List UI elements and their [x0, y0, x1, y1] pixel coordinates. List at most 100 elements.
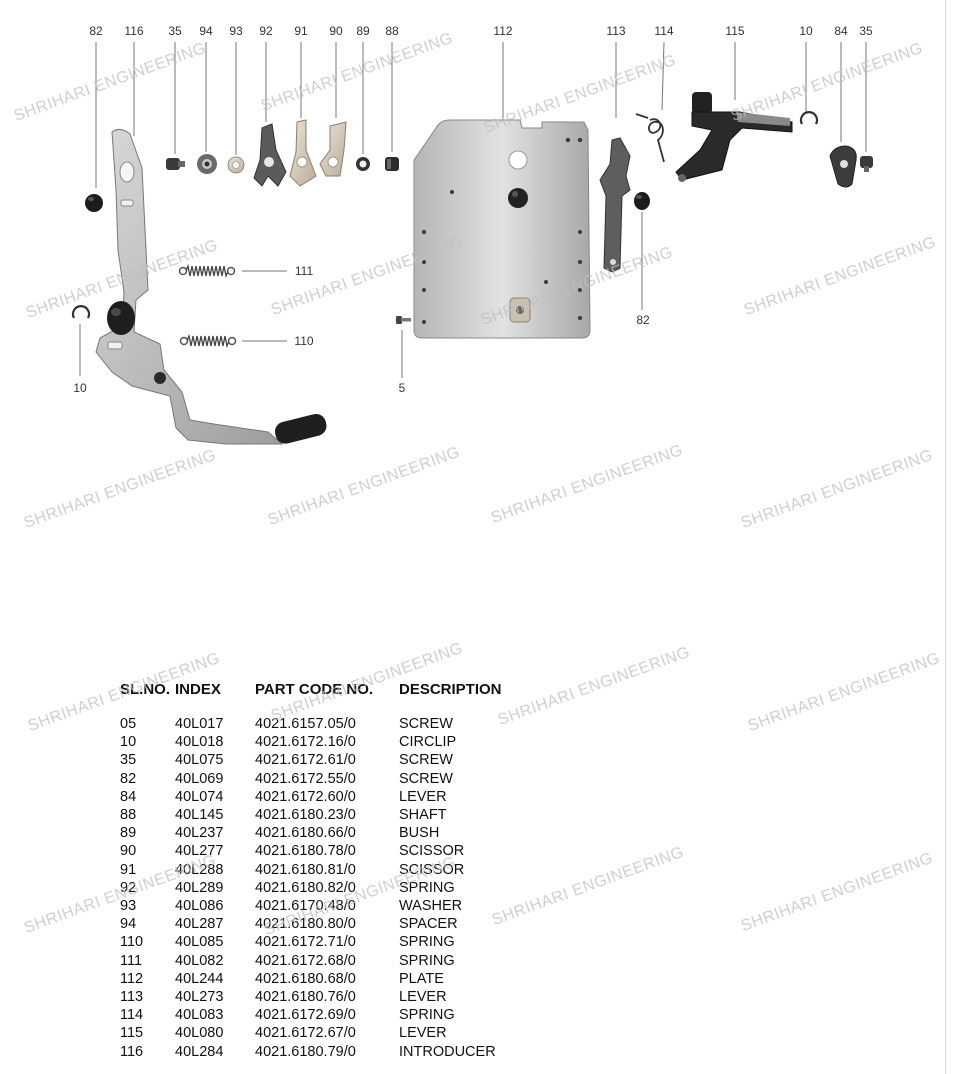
cell-index: 40L018: [175, 734, 224, 751]
header-index: INDEX: [175, 681, 221, 698]
part-92-spring: [253, 123, 287, 187]
cell-code: 4021.6180.68/0: [255, 970, 356, 987]
callout-5: 5: [398, 381, 406, 395]
part-91-scissor: [289, 119, 317, 187]
cell-code: 4021.6180.82/0: [255, 879, 356, 896]
callout-10-left: 10: [73, 381, 87, 395]
cell-sl: 94: [120, 916, 137, 933]
part-35-screw-left: [166, 158, 185, 170]
cell-code: 4021.6172.68/0: [255, 952, 356, 969]
cell-code: 4021.6180.23/0: [255, 807, 356, 823]
header-description: DESCRIPTION: [399, 681, 502, 698]
cell-sl: 10: [120, 734, 137, 751]
part-82-screw-right: [634, 192, 650, 210]
callout-10: 10: [799, 24, 813, 38]
part-84-lever: [829, 145, 857, 188]
cell-desc: BUSH: [399, 825, 440, 842]
cell-index: 40L244: [175, 970, 224, 987]
cell-desc: SPACER: [399, 916, 458, 933]
callout-84: 84: [834, 24, 848, 38]
cell-index: 40L086: [175, 898, 224, 914]
cell-sl: 111: [120, 952, 143, 969]
cell-code: 4021.6172.71/0: [255, 934, 356, 951]
part-82-screw-left: [85, 194, 103, 212]
cell-code: 4021.6180.76/0: [255, 989, 356, 1005]
cell-index: 40L288: [175, 861, 224, 878]
cell-sl: 05: [120, 716, 137, 732]
part-10-circlip-left: [71, 305, 91, 319]
parts-diagram: 82 116 35 94 93 92 91 90 89 88 112 113 1…: [0, 0, 954, 470]
part-113-lever: [599, 137, 631, 273]
part-5-screw: [396, 316, 411, 324]
cell-index: 40L080: [175, 1025, 224, 1042]
cell-desc: LEVER: [399, 1025, 447, 1042]
callout-35: 35: [168, 24, 182, 38]
cell-desc: SCREW: [399, 770, 453, 787]
cell-index: 40L273: [175, 989, 224, 1005]
callout-114: 114: [654, 24, 674, 38]
cell-index: 40L145: [175, 807, 224, 823]
part-10-circlip-right: [799, 111, 819, 125]
cell-desc: LEVER: [399, 989, 447, 1005]
cell-desc: SPRING: [399, 1007, 455, 1024]
cell-index: 40L284: [175, 1043, 224, 1060]
cell-code: 4021.6180.80/0: [255, 916, 356, 933]
cell-desc: WASHER: [399, 898, 463, 914]
part-116-introducer: [95, 128, 327, 445]
cell-index: 40L083: [175, 1007, 224, 1024]
part-93-washer: [227, 156, 245, 174]
header-sl-no: SL.NO.: [120, 681, 171, 698]
callout-110: 110: [294, 334, 314, 348]
cell-sl: 110: [120, 934, 144, 951]
cell-sl: 92: [120, 879, 137, 896]
cell-desc: SHAFT: [399, 807, 447, 823]
callout-113: 113: [606, 24, 626, 38]
watermark: SHRIHARI ENGINEERING: [489, 843, 687, 930]
header-part-code: PART CODE NO.: [255, 681, 374, 698]
cell-sl: 35: [120, 752, 137, 769]
callout-91: 91: [294, 24, 308, 38]
cell-code: 4021.6157.05/0: [255, 716, 356, 732]
callout-89: 89: [356, 24, 370, 38]
cell-code: 4021.6172.55/0: [255, 770, 356, 787]
cell-index: 40L082: [175, 952, 224, 969]
parts-drawing: [71, 41, 873, 445]
cell-desc: LEVER: [399, 788, 447, 805]
cell-sl: 82: [120, 770, 137, 787]
callout-94: 94: [199, 24, 213, 38]
cell-code: 4021.6180.78/0: [255, 843, 356, 860]
cell-index: 40L277: [175, 843, 224, 860]
cell-code: 4021.6180.79/0: [255, 1043, 356, 1060]
cell-code: 4021.6172.16/0: [255, 734, 356, 751]
cell-sl: 84: [120, 788, 137, 805]
callout-88: 88: [385, 24, 399, 38]
callout-90: 90: [329, 24, 343, 38]
part-35-screw-right: [860, 156, 873, 172]
part-114-spring: [635, 113, 665, 163]
callout-116: 116: [124, 24, 144, 38]
cell-index: 40L017: [175, 716, 224, 732]
cell-desc: SCISSOR: [399, 861, 465, 878]
cell-index: 40L074: [175, 788, 224, 805]
cell-desc: SCREW: [399, 716, 453, 732]
cell-index: 40L069: [175, 770, 224, 787]
cell-code: 4021.6180.66/0: [255, 825, 356, 842]
cell-desc: SPRING: [399, 934, 455, 951]
cell-index: 40L289: [175, 879, 224, 896]
part-112-plate: [413, 119, 591, 339]
cell-code: 4021.6180.81/0: [255, 861, 356, 878]
leader-lines: [79, 41, 867, 378]
callout-82: 82: [89, 24, 103, 38]
cell-sl: 116: [120, 1043, 144, 1060]
callout-115: 115: [725, 24, 745, 38]
cell-desc: INTRODUCER: [399, 1043, 496, 1060]
callout-82-right: 82: [636, 313, 650, 327]
cell-desc: SCISSOR: [399, 843, 465, 860]
cell-sl: 90: [120, 843, 137, 860]
watermark: SHRIHARI ENGINEERING: [738, 849, 936, 936]
cell-sl: 113: [120, 989, 144, 1005]
cell-desc: SPRING: [399, 879, 455, 896]
watermark: SHRIHARI ENGINEERING: [495, 643, 693, 730]
cell-index: 40L085: [175, 934, 224, 951]
cell-desc: CIRCLIP: [399, 734, 457, 751]
